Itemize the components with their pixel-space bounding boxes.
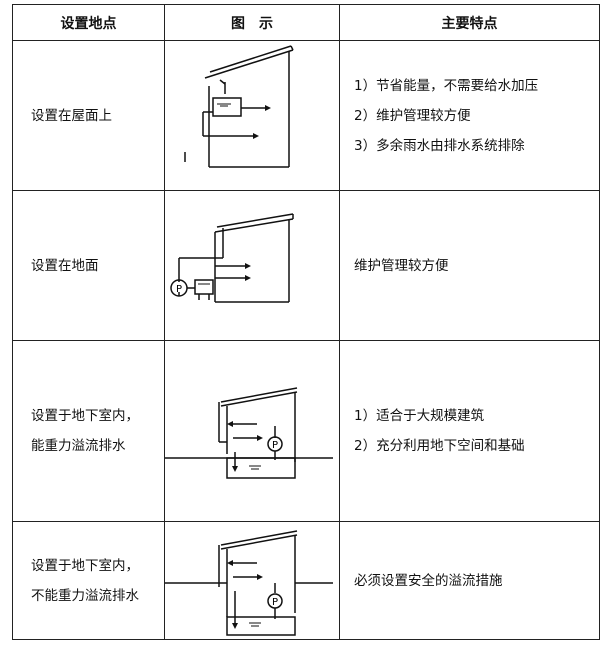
header-location: 设置地点: [12, 4, 165, 41]
table-row: 设置于地下室内， 能重力溢流排水: [12, 340, 600, 522]
table-row: 设置于地下室内， 不能重力溢流排水: [12, 521, 600, 640]
feature-item: 2）充分利用地下空间和基础: [354, 438, 525, 454]
feature-item: 3）多余雨水由排水系统排除: [354, 137, 525, 154]
basement-no-gravity-diagram: P: [165, 529, 333, 636]
table-header-row: 设置地点 图 示 主要特点: [12, 4, 600, 41]
features-cell: 维护管理较方便: [339, 190, 600, 341]
header-figure: 图 示: [164, 4, 340, 41]
header-features: 主要特点: [339, 4, 600, 41]
figure-cell: [164, 40, 340, 191]
location-text-line: 能重力溢流排水: [31, 438, 126, 454]
location-text: 设置在地面: [31, 257, 99, 274]
pump-label: P: [272, 440, 278, 451]
figure-cell: P: [164, 190, 340, 341]
figure-cell: P: [164, 521, 340, 640]
feature-item: 维护管理较方便: [354, 257, 449, 274]
features-cell: 1）节省能量，不需要给水加压 2）维护管理较方便 3）多余雨水由排水系统排除: [339, 40, 600, 191]
features-cell: 1）适合于大规模建筑 2）充分利用地下空间和基础: [339, 340, 600, 522]
features-cell: 必须设置安全的溢流措施: [339, 521, 600, 640]
table-row: 设置在地面: [12, 190, 600, 341]
location-text: 设置在屋面上: [31, 107, 112, 124]
table-row: 设置在屋面上: [12, 40, 600, 191]
pump-label: P: [272, 597, 278, 608]
comparison-table-container: 设置地点 图 示 主要特点 设置在屋面上: [12, 4, 600, 640]
feature-item: 1）适合于大规模建筑: [354, 408, 485, 424]
rainwater-tank-placement-table: 设置地点 图 示 主要特点 设置在屋面上: [12, 4, 600, 640]
location-cell: 设置在屋面上: [12, 40, 165, 191]
location-text-line: 不能重力溢流排水: [31, 587, 139, 604]
location-cell: 设置于地下室内， 不能重力溢流排水: [12, 521, 165, 640]
feature-item: 1）节省能量，不需要给水加压: [354, 77, 539, 94]
feature-item: 2）维护管理较方便: [354, 107, 471, 124]
location-text-line: 设置于地下室内，: [31, 557, 139, 574]
location-cell: 设置于地下室内， 能重力溢流排水: [12, 340, 165, 522]
location-cell: 设置在地面: [12, 190, 165, 341]
basement-gravity-diagram: P: [165, 386, 333, 479]
location-text-line: 设置于地下室内，: [31, 408, 139, 424]
pump-label: P: [176, 284, 182, 295]
feature-item: 必须设置安全的溢流措施: [354, 572, 503, 589]
roof-tank-diagram: [184, 44, 294, 168]
figure-cell: P: [164, 340, 340, 522]
ground-tank-diagram: P: [170, 212, 294, 303]
